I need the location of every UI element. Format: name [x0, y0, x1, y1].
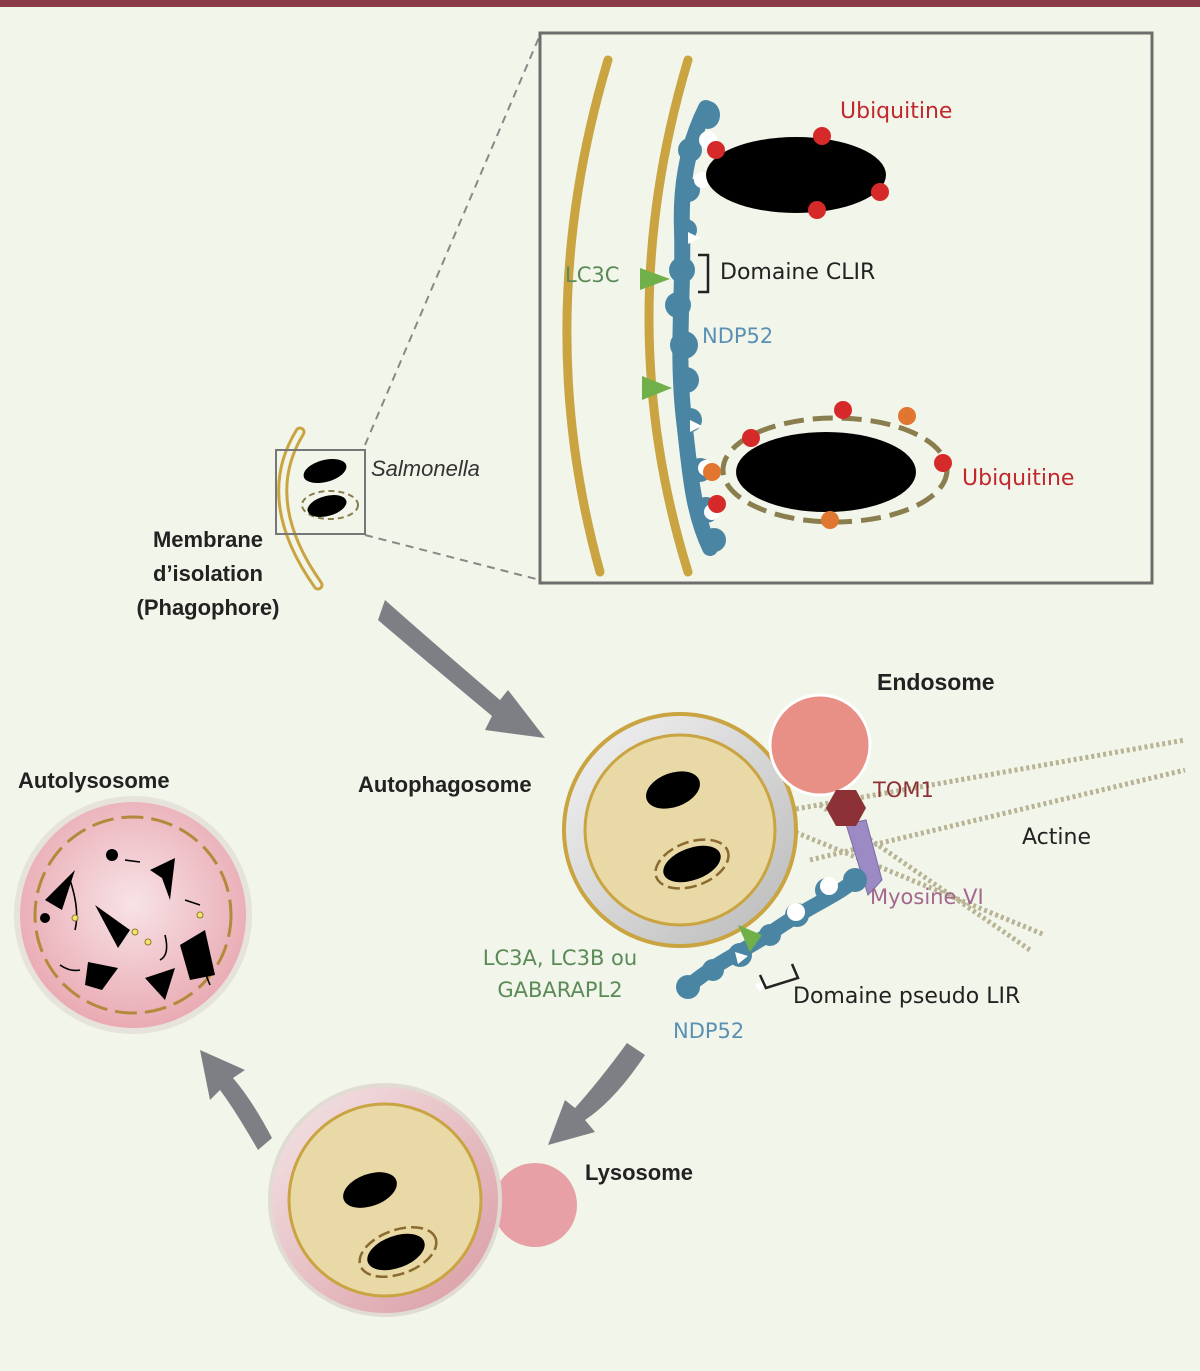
lc3-triangle-lower [738, 925, 762, 952]
zoom-inset: Ubiquitine Ubiquitine LC3C Domaine CLIR … [538, 31, 1154, 585]
autolysosome [14, 796, 252, 1034]
label-salmonella: Salmonella [371, 456, 480, 481]
zoom-line-bottom [364, 534, 541, 581]
lc3c-triangle-1 [640, 268, 670, 290]
label-ubiquitine-top: Ubiquitine [840, 99, 952, 124]
label-ndp52-top: NDP52 [702, 324, 773, 348]
inner-membrane [644, 55, 693, 577]
pseudo-lir-bracket [758, 963, 800, 990]
salmonella-small-1 [303, 458, 347, 484]
endosome [768, 693, 872, 797]
ubiquitin-dots-top [707, 127, 889, 219]
lysosome-fusion [268, 1083, 577, 1317]
phagophore-group [275, 426, 366, 591]
label-autophagosome: Autophagosome [358, 772, 532, 797]
arrow-to-autolysosome [200, 1050, 272, 1150]
bacterium-bottom [736, 432, 916, 512]
label-autolysosome: Autolysosome [18, 768, 170, 793]
label-lysosome: Lysosome [585, 1160, 693, 1185]
clir-bracket [698, 253, 710, 294]
ubiquitin-dots-bottom [703, 401, 952, 529]
label-pseudo-lir: Domaine pseudo LIR [793, 984, 1020, 1009]
ndp52-chain [665, 100, 726, 556]
autophagosome [562, 712, 798, 948]
label-tom1: TOM1 [872, 778, 934, 802]
zoom-box [275, 449, 366, 535]
bacterium-top [706, 137, 886, 213]
arrow-to-autophagosome [378, 600, 545, 738]
label-membrane-2: d’isolation [153, 561, 263, 586]
label-lc3-line2: GABARAPL2 [497, 978, 622, 1002]
label-membrane-1: Membrane [153, 527, 263, 552]
label-actine: Actine [1022, 825, 1091, 850]
label-endosome: Endosome [877, 669, 995, 695]
outer-membrane [562, 55, 613, 577]
label-domaine-clir: Domaine CLIR [720, 260, 875, 285]
label-myosine: Myosine VI [870, 885, 984, 909]
salmonella-small-2 [307, 495, 347, 517]
flow-arrows [200, 600, 645, 1150]
zoom-line-top [364, 34, 541, 446]
label-lc3-line1: LC3A, LC3B ou [483, 946, 637, 970]
lysosome [493, 1163, 577, 1247]
lc3c-triangle-2 [642, 376, 672, 400]
top-bar [0, 0, 1200, 7]
label-ndp52-bottom: NDP52 [673, 1019, 744, 1043]
label-lc3c: LC3C [565, 263, 619, 287]
arrow-to-lysosome [548, 1043, 645, 1145]
label-membrane-3: (Phagophore) [137, 595, 280, 620]
label-ubiquitine-bottom: Ubiquitine [962, 466, 1074, 491]
tom1 [826, 790, 866, 826]
